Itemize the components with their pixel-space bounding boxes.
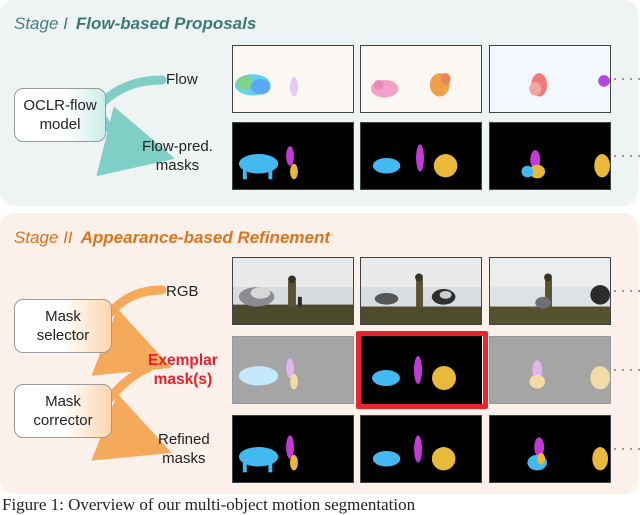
mask-corrector-box: Mask corrector bbox=[14, 384, 112, 438]
stage2-title: Stage II Appearance-based Refinement bbox=[14, 228, 330, 248]
flow-pred-mask-2 bbox=[360, 122, 482, 190]
ellipsis-row3: ···· bbox=[612, 280, 640, 300]
exemplar-line1: Exemplar bbox=[148, 352, 218, 369]
exemplar-mask-3 bbox=[489, 336, 611, 404]
exemplar-mask-1 bbox=[232, 336, 354, 404]
rgb-frame-2 bbox=[360, 257, 482, 325]
flow-image-1 bbox=[232, 45, 354, 113]
corrector-line2: corrector bbox=[33, 412, 93, 429]
stage2-number: Stage II bbox=[14, 228, 73, 247]
corrector-line1: Mask bbox=[45, 393, 81, 410]
flow-pred-mask-3 bbox=[489, 122, 611, 190]
exemplar-masks-label: Exemplar mask(s) bbox=[148, 351, 218, 389]
ellipsis-row1: ···· bbox=[612, 68, 640, 88]
refined-line1: Refined bbox=[158, 431, 210, 448]
figure-caption: Figure 1: Overview of our multi-object m… bbox=[2, 495, 416, 514]
flow-pred-mask-1 bbox=[232, 122, 354, 190]
exemplar-line2: mask(s) bbox=[153, 371, 213, 388]
oclr-flow-model-box: OCLR-flow model bbox=[14, 88, 106, 142]
rgb-label: RGB bbox=[166, 283, 199, 300]
refined-mask-1 bbox=[232, 415, 354, 483]
flow-image-3 bbox=[489, 45, 611, 113]
exemplar-mask-2-selected bbox=[360, 336, 482, 404]
ellipsis-row5: ···· bbox=[612, 438, 640, 458]
refined-mask-2 bbox=[360, 415, 482, 483]
mask-selector-box: Mask selector bbox=[14, 299, 112, 353]
selected-exemplar-highlight bbox=[356, 331, 488, 409]
refined-masks-label: Refined masks bbox=[158, 430, 210, 468]
stage1-title: Stage I Flow-based Proposals bbox=[14, 14, 256, 34]
flow-label: Flow bbox=[166, 71, 198, 88]
model-line1: OCLR-flow bbox=[23, 97, 97, 114]
flow-image-2 bbox=[360, 45, 482, 113]
stage1-number: Stage I bbox=[14, 14, 68, 33]
refined-line2: masks bbox=[162, 450, 206, 467]
flow-pred-line2: masks bbox=[155, 157, 200, 174]
ellipsis-row4: ···· bbox=[612, 359, 640, 379]
flow-pred-masks-label: Flow-pred. masks bbox=[142, 137, 213, 175]
selector-line2: selector bbox=[36, 327, 90, 344]
selector-line1: Mask bbox=[45, 308, 81, 325]
stage1-name: Flow-based Proposals bbox=[75, 14, 257, 33]
flow-pred-line1: Flow-pred. bbox=[142, 138, 213, 155]
rgb-frame-1 bbox=[232, 257, 354, 325]
refined-mask-3 bbox=[489, 415, 611, 483]
model-line2: model bbox=[39, 116, 81, 133]
ellipsis-row2: ···· bbox=[612, 145, 640, 165]
stage2-name: Appearance-based Refinement bbox=[80, 228, 331, 247]
rgb-frame-3 bbox=[489, 257, 611, 325]
